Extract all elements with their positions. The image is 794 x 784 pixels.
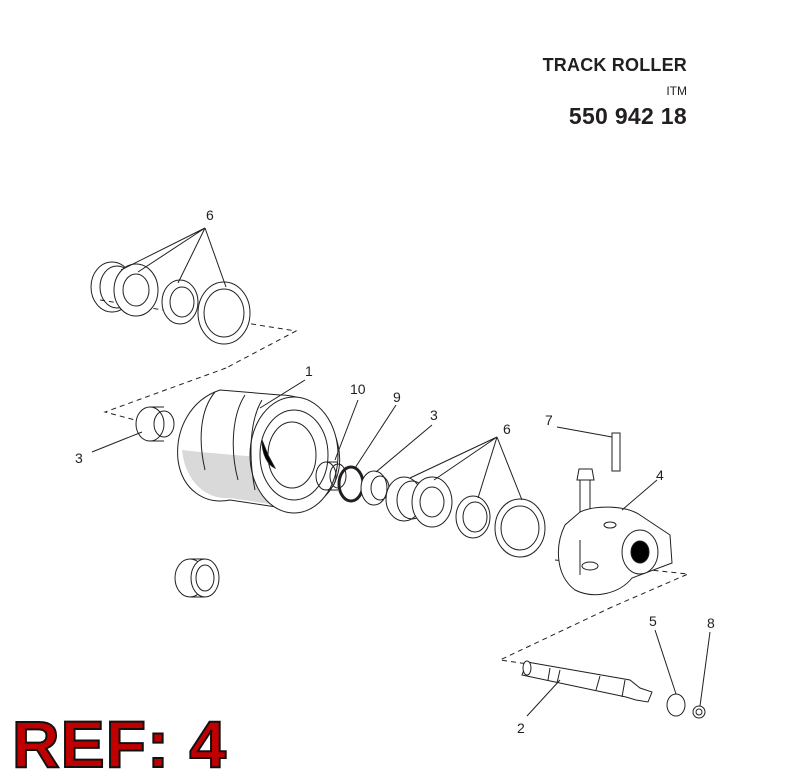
part-9-o-ring: [337, 465, 365, 503]
reference-label: REF: 4: [11, 707, 228, 781]
part-5-washer: [666, 693, 686, 717]
diagram-title: TRACK ROLLER: [542, 55, 687, 75]
callout-4: 4: [656, 467, 664, 483]
callout-2: 2: [517, 720, 525, 736]
diagram-subtitle: ITM: [666, 84, 687, 98]
callout-3-left: 3: [75, 450, 83, 466]
callout-6-middle: 6: [503, 421, 511, 437]
callout-3-middle: 3: [430, 407, 438, 423]
callout-1: 1: [305, 363, 313, 379]
callout-8: 8: [707, 615, 715, 631]
part-6-upper-group: [90, 261, 251, 345]
part-7-pin: [611, 432, 621, 472]
part-3-left-bushing: [135, 406, 175, 442]
spare-bushing: [174, 558, 220, 598]
part-1-roller-body: [177, 389, 341, 514]
callout-5: 5: [649, 613, 657, 629]
callout-6-top: 6: [206, 207, 214, 223]
callout-10: 10: [350, 381, 366, 397]
part-2-axle: [521, 660, 653, 703]
part-3-middle-bushing: [360, 470, 390, 506]
part-4-housing: [557, 506, 673, 596]
leader-lines: [91, 227, 711, 717]
part-8-plug: [692, 705, 706, 719]
callout-7: 7: [545, 412, 553, 428]
part-6-lower-group: [385, 476, 546, 558]
part-number: 550 942 18: [568, 103, 687, 129]
callout-9: 9: [393, 389, 401, 405]
